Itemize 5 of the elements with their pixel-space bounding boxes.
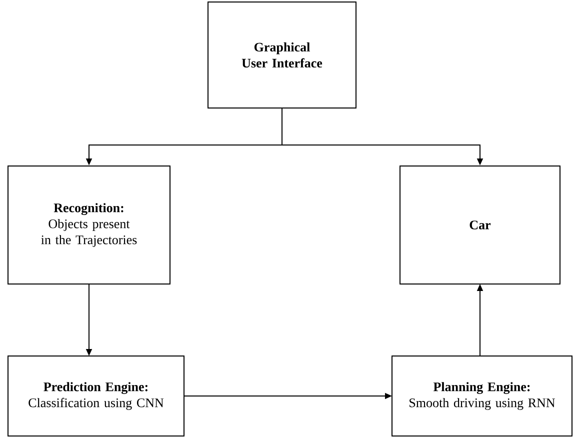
- process-box: Planning Engine: Smooth driving using RNN: [392, 355, 572, 436]
- process-box: Prediction Engine: Classification using CNN: [8, 355, 184, 436]
- process-box: Graphical User Interface: [208, 2, 356, 108]
- process-box: Car: [400, 165, 560, 284]
- process-box: Recognition: Objects present in the Trajectories: [8, 165, 170, 284]
